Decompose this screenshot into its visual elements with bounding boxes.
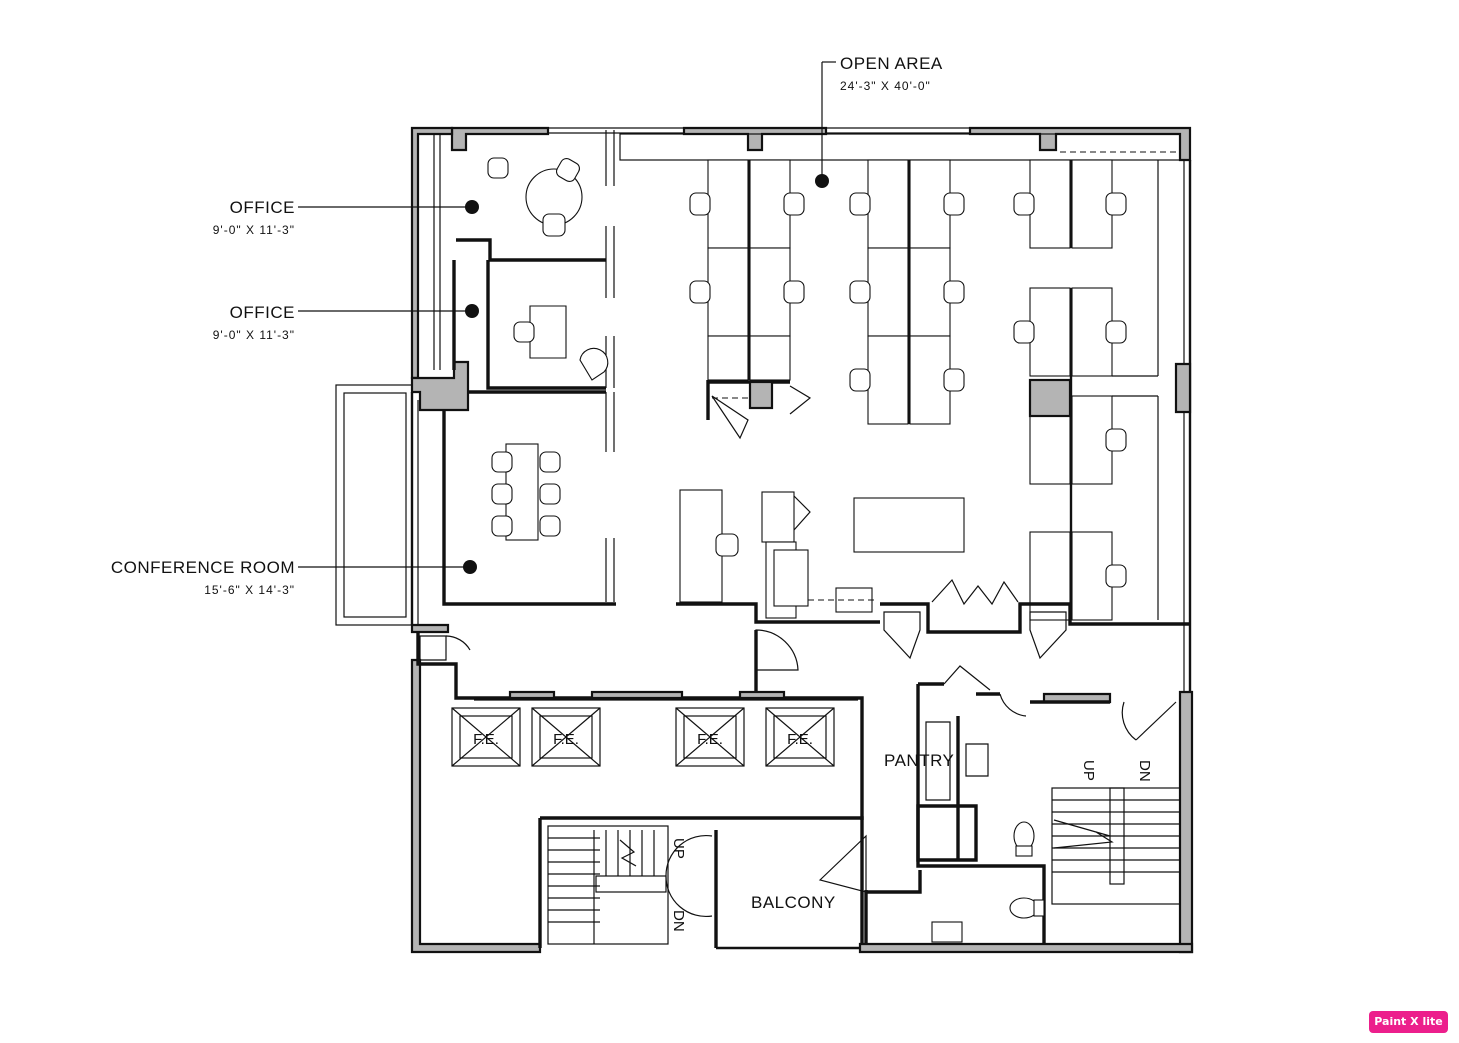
leader-lines xyxy=(298,61,836,574)
fe-label-1: F.E. xyxy=(473,731,499,748)
fe-label-4: F.E. xyxy=(787,731,813,748)
office-1-label: OFFICE xyxy=(230,198,295,217)
room-labels: OPEN AREA 24'-3" X 40'-0" OFFICE 9'-0" X… xyxy=(111,54,1153,932)
stairs-right xyxy=(1051,787,1181,905)
fe-box-2 xyxy=(531,707,601,767)
open-area-label: OPEN AREA xyxy=(840,54,943,73)
pantry-label: PANTRY xyxy=(884,751,954,770)
fe-label-2: F.E. xyxy=(553,731,579,748)
office-2-furniture xyxy=(513,305,609,381)
fe-box-4 xyxy=(765,707,835,767)
fire-extinguisher-cabinets xyxy=(451,707,835,767)
fe-label-3: F.E. xyxy=(697,731,723,748)
office-1-furniture xyxy=(487,157,583,237)
balcony-label: BALCONY xyxy=(751,893,836,912)
office-2-size: 9'-0" X 11'-3" xyxy=(213,328,295,342)
office-2-label: OFFICE xyxy=(230,303,295,322)
stairs-left-up: UP xyxy=(670,838,687,859)
left-planter xyxy=(335,384,413,626)
stairs-left-dn: DN xyxy=(670,910,687,932)
conference-room-label: CONFERENCE ROOM xyxy=(111,558,295,577)
stairs-left xyxy=(547,825,713,945)
stairs-right-dn: DN xyxy=(1136,760,1153,782)
paint-x-lite-watermark: Paint X lite xyxy=(1369,1011,1448,1033)
office-1-size: 9'-0" X 11'-3" xyxy=(213,223,295,237)
lower-zone-walls xyxy=(416,629,1177,948)
fe-box-3 xyxy=(675,707,745,767)
open-area-workstations xyxy=(619,133,1190,660)
office-partitions xyxy=(442,130,880,624)
fe-box-1 xyxy=(451,707,521,767)
conference-room-size: 15'-6" X 14'-3" xyxy=(204,583,295,597)
open-area-size: 24'-3" X 40'-0" xyxy=(840,79,931,93)
conference-table xyxy=(491,443,561,541)
stairs-right-up: UP xyxy=(1080,760,1097,781)
